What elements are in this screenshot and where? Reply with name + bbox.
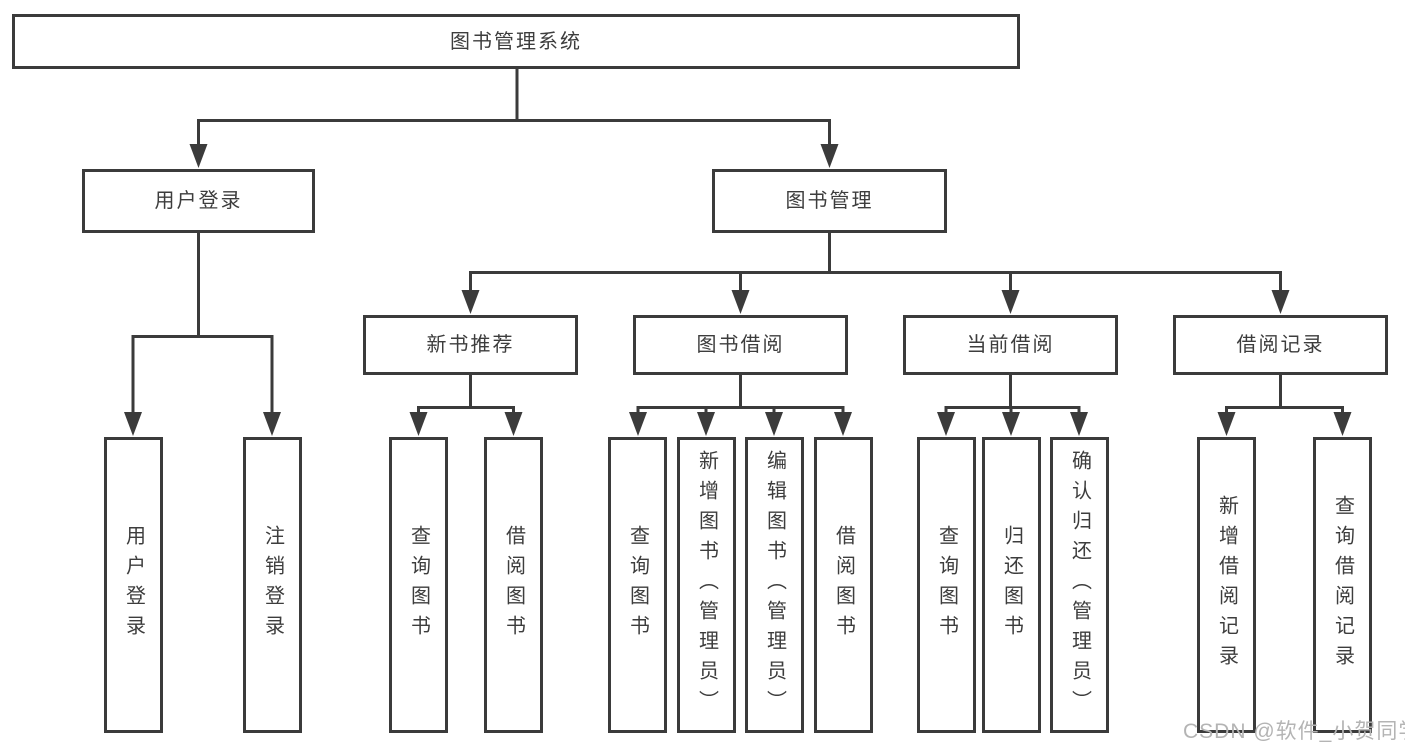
node-query-books-newrec: 查询图书 [389, 437, 448, 733]
arrow-down-icon [504, 412, 523, 436]
connector-new-books-to-leaves [409, 375, 523, 436]
node-borrow-books-newrec: 借阅图书 [484, 437, 543, 733]
node-new-book-recommend: 新书推荐 [363, 315, 578, 375]
node-book-management-label: 图书管理 [785, 190, 874, 212]
arrow-down-icon [820, 144, 839, 168]
arrow-down-icon [629, 412, 647, 436]
node-query-books-current-label: 查询图书 [935, 525, 958, 645]
node-logout-leaf-label: 注销登录 [261, 525, 284, 645]
arrow-down-icon [731, 290, 750, 314]
arrow-down-icon [189, 144, 208, 168]
node-add-books-admin: 新增图书（管理员） [677, 437, 736, 733]
arrow-down-icon [409, 412, 428, 436]
arrow-down-icon [765, 412, 783, 436]
node-borrowing-records-label: 借阅记录 [1236, 334, 1325, 356]
connector-borrow-records-to-leaves [1217, 375, 1352, 436]
node-query-books-current: 查询图书 [917, 437, 976, 733]
node-query-books-newrec-label: 查询图书 [407, 525, 430, 645]
arrow-down-icon [937, 412, 955, 436]
node-return-books-label: 归还图书 [1000, 525, 1023, 645]
node-current-borrowing-label: 当前借阅 [966, 334, 1055, 356]
node-user-login-leaf: 用户登录 [104, 437, 163, 733]
node-query-books-borrowing-label: 查询图书 [626, 525, 649, 645]
arrow-down-icon [461, 290, 480, 314]
node-query-books-borrowing: 查询图书 [608, 437, 667, 733]
arrow-down-icon [263, 412, 281, 436]
node-add-books-admin-label: 新增图书（管理员） [695, 450, 718, 720]
node-user-login-label: 用户登录 [154, 190, 243, 212]
node-confirm-return-admin-label: 确认归还（管理员） [1068, 450, 1091, 720]
node-query-borrow-record: 查询借阅记录 [1313, 437, 1372, 733]
connector-root-to-level2 [189, 69, 839, 168]
arrow-down-icon [1333, 412, 1352, 436]
node-borrowing-records: 借阅记录 [1173, 315, 1388, 375]
node-root-label: 图书管理系统 [450, 30, 582, 53]
node-confirm-return-admin: 确认归还（管理员） [1050, 437, 1109, 733]
arrow-down-icon [1001, 290, 1020, 314]
connector-book-borrow-to-leaves [629, 375, 852, 436]
connector-user-login-to-leaves [124, 233, 281, 436]
node-edit-books-admin: 编辑图书（管理员） [745, 437, 804, 733]
node-user-login: 用户登录 [82, 169, 315, 233]
node-borrow-books-borrowing: 借阅图书 [814, 437, 873, 733]
node-return-books: 归还图书 [982, 437, 1041, 733]
node-new-book-recommend-label: 新书推荐 [426, 334, 515, 356]
arrow-down-icon [1271, 290, 1290, 314]
node-add-borrow-record: 新增借阅记录 [1197, 437, 1256, 733]
arrow-down-icon [834, 412, 852, 436]
arrow-down-icon [124, 412, 142, 436]
node-borrow-books-borrowing-label: 借阅图书 [832, 525, 855, 645]
node-book-borrowing: 图书借阅 [633, 315, 848, 375]
arrow-down-icon [697, 412, 715, 436]
arrow-down-icon [1070, 412, 1088, 436]
connector-book-mgmt-to-level3 [461, 233, 1290, 314]
node-book-borrowing-label: 图书借阅 [696, 334, 785, 356]
node-query-borrow-record-label: 查询借阅记录 [1331, 495, 1354, 675]
node-user-login-leaf-label: 用户登录 [122, 525, 145, 645]
node-book-management: 图书管理 [712, 169, 947, 233]
node-add-borrow-record-label: 新增借阅记录 [1215, 495, 1238, 675]
connector-current-borrow-to-leaves [937, 375, 1088, 436]
node-logout-leaf: 注销登录 [243, 437, 302, 733]
node-root: 图书管理系统 [12, 14, 1020, 69]
node-edit-books-admin-label: 编辑图书（管理员） [763, 450, 786, 720]
node-borrow-books-newrec-label: 借阅图书 [502, 525, 525, 645]
arrow-down-icon [1217, 412, 1236, 436]
watermark: CSDN @软件_小贺同学 [1183, 720, 1405, 743]
arrow-down-icon [1002, 412, 1020, 436]
node-current-borrowing: 当前借阅 [903, 315, 1118, 375]
